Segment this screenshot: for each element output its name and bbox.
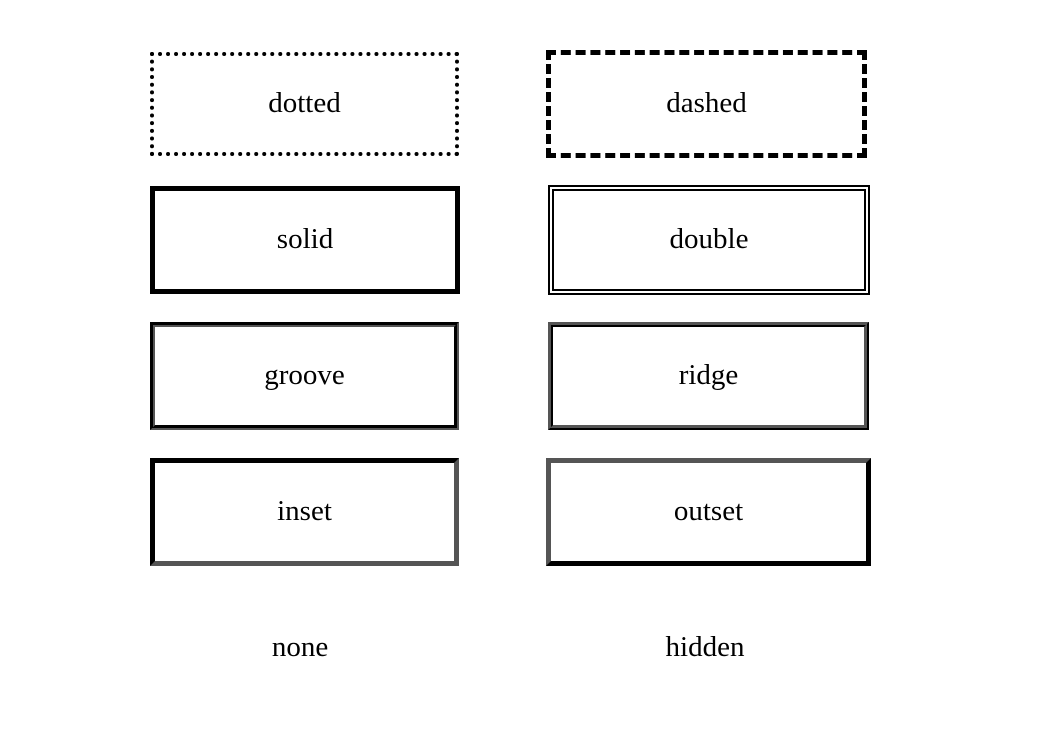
border-box-dashed: dashed: [546, 50, 867, 158]
border-box-none: none: [150, 594, 450, 702]
border-style-label: double: [669, 222, 749, 255]
border-box-ridge: ridge: [548, 322, 869, 430]
border-style-label: hidden: [665, 630, 745, 663]
border-box-double: double: [548, 185, 870, 295]
border-style-label: inset: [277, 494, 332, 527]
border-style-label: solid: [276, 222, 334, 255]
border-style-label: groove: [264, 358, 345, 391]
border-box-dotted: dotted: [150, 52, 459, 156]
border-style-label: dashed: [666, 86, 747, 119]
border-style-label: none: [271, 630, 329, 663]
border-style-label: dotted: [268, 86, 341, 119]
border-box-solid: solid: [150, 186, 460, 294]
border-box-outset: outset: [546, 458, 871, 566]
border-style-label: ridge: [678, 358, 739, 391]
border-style-label: outset: [673, 494, 744, 527]
border-box-groove: groove: [150, 322, 459, 430]
border-box-hidden: hidden: [546, 594, 864, 702]
border-box-inset: inset: [150, 458, 459, 566]
